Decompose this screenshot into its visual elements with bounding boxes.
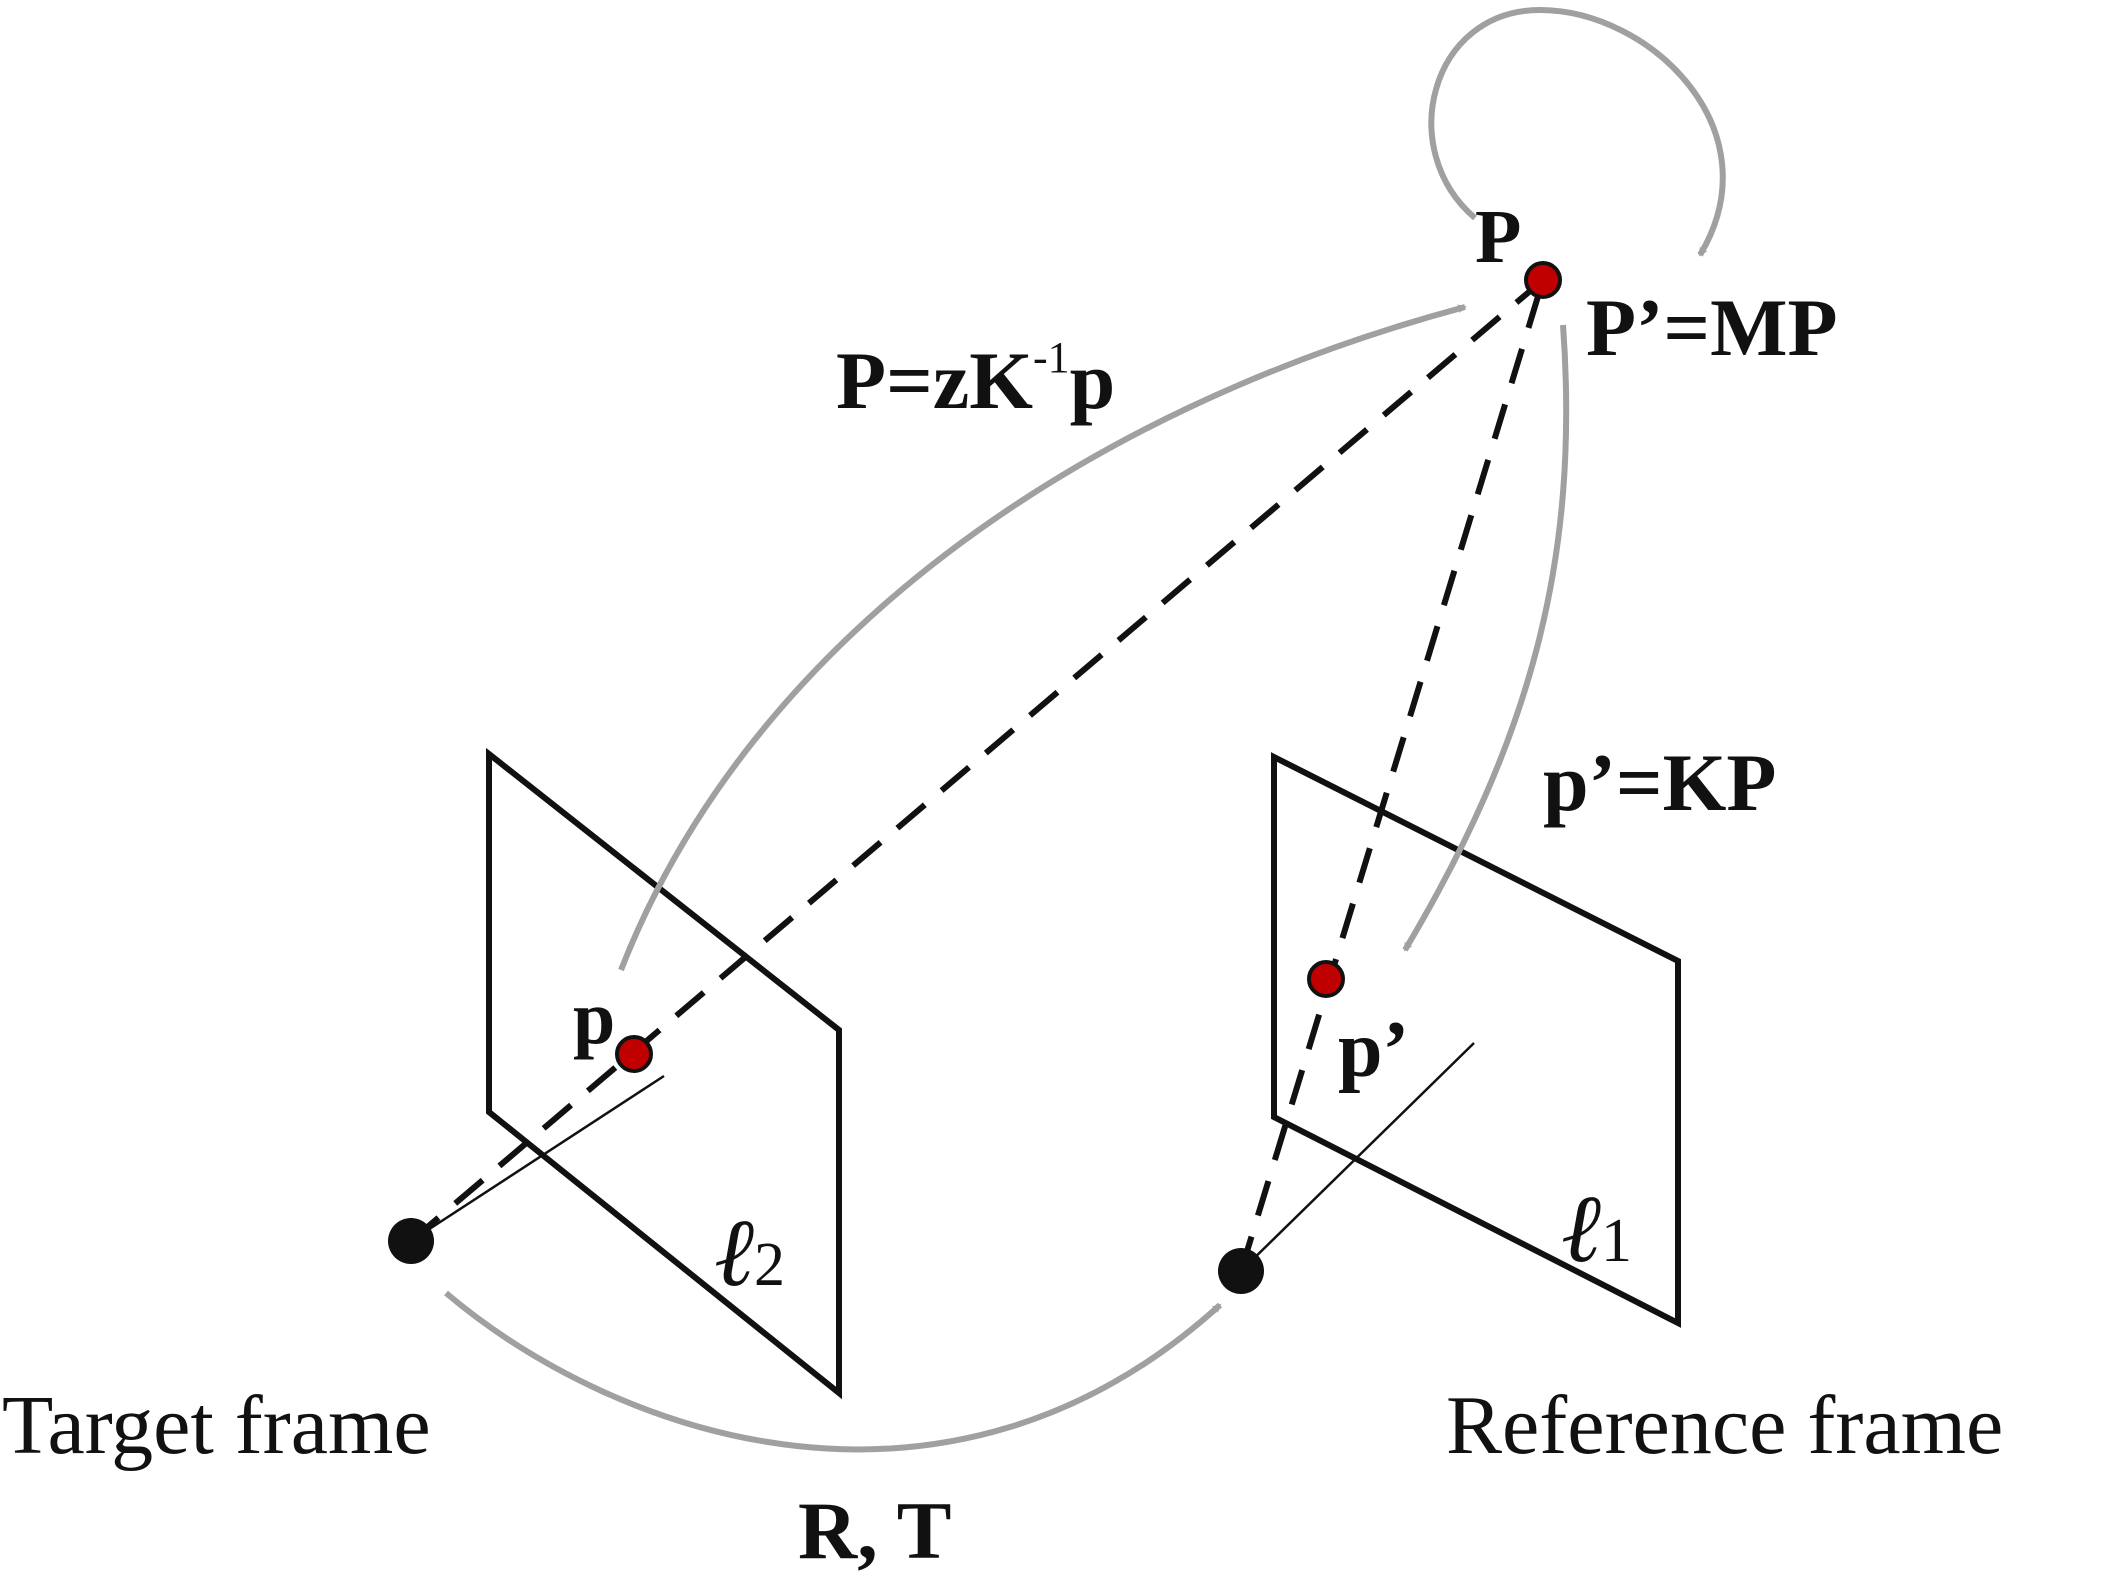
transform-loop-arrow — [1428, 6, 1726, 257]
label-ell-1-symbol: ℓ — [1561, 1172, 1601, 1284]
label-reference-frame: Reference frame — [1446, 1379, 2003, 1472]
label-backprojection-main: P=zK — [836, 335, 1033, 426]
label-rotation-translation: R, T — [798, 1485, 951, 1576]
label-backprojection-equation: P=zK-1p — [836, 333, 1115, 426]
target-camera-center-icon — [388, 1218, 434, 1264]
label-ell-1: ℓ1 — [1561, 1172, 1632, 1284]
label-p: p — [573, 976, 615, 1060]
point-p-marker — [615, 1035, 653, 1073]
target-optical-axis — [410, 1074, 665, 1243]
label-ell-2-subscript: 2 — [754, 1231, 785, 1299]
point-p-prime-marker — [1307, 960, 1345, 998]
reference-optical-axis — [1240, 1042, 1475, 1272]
project-arrow — [1402, 324, 1570, 952]
label-P: P — [1475, 195, 1521, 279]
label-backprojection-tail: p — [1070, 335, 1116, 426]
label-ell-2: ℓ2 — [714, 1196, 785, 1308]
point-P-marker — [1524, 261, 1562, 299]
ray-target-to-P — [409, 277, 1545, 1244]
label-P-prime-equals-MP: P’=MP — [1586, 282, 1838, 373]
reference-camera-center-icon — [1218, 1248, 1264, 1294]
label-p-prime-equals-KP: p’=KP — [1543, 737, 1777, 828]
target-image-plane — [486, 747, 842, 1400]
label-target-frame: Target frame — [2, 1379, 431, 1472]
reference-image-plane — [1271, 752, 1681, 1328]
label-ell-1-subscript: 1 — [1601, 1207, 1632, 1275]
label-p-prime: p’ — [1338, 1006, 1409, 1094]
label-ell-2-symbol: ℓ — [714, 1196, 754, 1308]
label-backprojection-sup: -1 — [1033, 333, 1070, 382]
backproject-arrow — [618, 304, 1467, 972]
rigid-motion-arrow — [444, 1290, 1223, 1453]
